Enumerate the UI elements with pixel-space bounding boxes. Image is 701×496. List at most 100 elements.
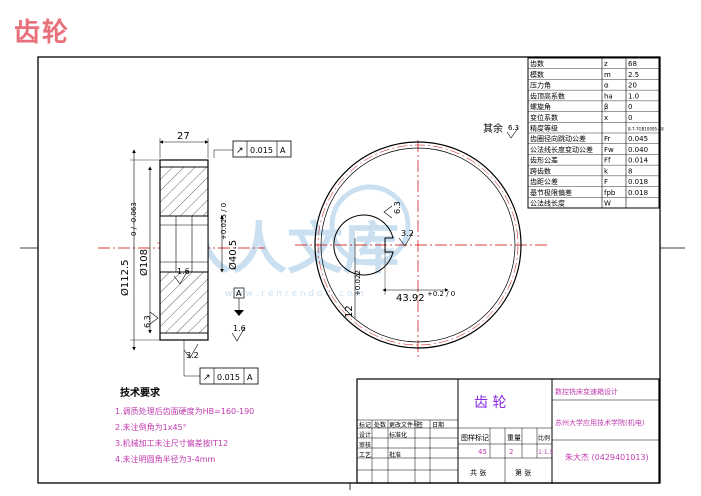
param-sym-4: β (604, 103, 608, 111)
param-sym-11: F (604, 178, 608, 186)
watermark-text: 人人文库 (175, 217, 399, 282)
tolerance-frame-1: ↗ 0.015 A (213, 140, 292, 158)
param-sym-8: Fw (604, 146, 614, 154)
roughness-5: 3.2 (401, 229, 414, 238)
param-name-4: 螺旋角 (530, 102, 551, 111)
param-name-2: 压力角 (530, 81, 551, 90)
param-val-8: 0.040 (628, 146, 648, 154)
roughness-2: 6.3 (143, 315, 152, 328)
param-sym-5: x (604, 114, 608, 122)
title-block: 齿 轮 数控铣床变速箱设计 苏州大学应用技术学院(机电) 朱大杰 (042940… (356, 378, 660, 484)
watermark: 人人文库 w w w . r e n r e n d o c . c o m (175, 184, 411, 299)
tb-material: 45 (478, 448, 487, 456)
tb-h-date: 日期 (432, 421, 444, 429)
tb-h-count: 处数 (374, 421, 386, 429)
param-name-12: 基节极限偏差 (530, 188, 572, 197)
roughness-marks-section: 1.6 6.3 1.6 3.2 (143, 267, 246, 360)
param-sym-10: k (604, 167, 609, 175)
param-sym-12: fpb (604, 189, 616, 197)
dim-bore-tol: +0.025 / 0 (220, 203, 228, 240)
tech-title: 技术要求 (120, 386, 161, 399)
dim-keyway-depth: 43.92 (396, 293, 425, 304)
watermark-url: w w w . r e n r e n d o c . c o m (225, 289, 364, 299)
param-name-7: 齿圈径向跳动公差 (530, 134, 586, 143)
dim-root-text: Ø108 (138, 249, 150, 276)
tb-r-std: 标准化 (389, 431, 407, 439)
dim-od-text: Ø112.5 (119, 260, 131, 297)
other-surfaces-note: 其余 6.3 (483, 122, 519, 139)
drawing-frame (37, 56, 661, 484)
dim-keyway-width-tol: +0.022 (354, 270, 362, 296)
tech-note-1: 1.调质处理后齿面硬度为HB=160-190 (115, 406, 254, 416)
param-sym-9: Ff (604, 157, 611, 165)
tech-note-4: 4.未注明圆角半径为3-4mm (115, 454, 215, 464)
tol1-datum: A (280, 146, 286, 155)
param-sym-2: α (604, 82, 609, 90)
tol1-val: 0.015 (250, 146, 273, 155)
tb-designer: 朱大杰 (0429401013) (565, 452, 649, 462)
tech-note-3: 3.机械加工未注尺寸偏差按IT12 (115, 438, 228, 448)
param-sym-7: Fr (604, 135, 611, 143)
tol2-val: 0.015 (217, 373, 240, 382)
front-view-dims: 43.92 +0.2 / 0 12 +0.022 6.3 3.2 (344, 201, 455, 318)
datum-a: A (233, 287, 245, 316)
param-val-6: 8-7-7GB10095-88 (628, 127, 664, 132)
tb-r-design: 设计 (359, 431, 371, 439)
dim-od: Ø112.5 0 / -0.063 (119, 149, 160, 351)
tb-r-craft: 工艺 (359, 451, 371, 459)
tech-requirements: 技术要求 1.调质处理后齿面硬度为HB=160-190 2.未注倒角为1x45°… (115, 386, 254, 464)
tb-sheet2: 第 张 (515, 468, 531, 477)
param-val-4: 0 (628, 103, 632, 111)
tb-scale: 1:1.5 (538, 449, 554, 456)
param-val-2: 20 (628, 82, 637, 90)
param-name-3: 齿顶高系数 (530, 91, 565, 100)
param-sym-0: z (604, 60, 608, 68)
param-name-10: 跨齿数 (530, 166, 551, 175)
dim-width-text: 27 (177, 131, 190, 142)
tb-c-ratio: 比例 (538, 434, 550, 442)
param-val-0: 68 (628, 60, 637, 68)
param-name-13: 公法线长度 (530, 199, 565, 208)
param-val-12: 0.018 (628, 189, 648, 197)
tb-c-stage: 图样标记 (461, 433, 489, 442)
dim-width: 27 (159, 131, 209, 158)
dim-bore: Ø40.5 +0.025 / 0 (220, 203, 239, 273)
dim-keyway-width: 12 (344, 305, 355, 318)
param-val-7: 0.045 (628, 135, 648, 143)
tol1-sym: ↗ (236, 146, 244, 156)
dim-keyway-tol: +0.2 / 0 (427, 290, 455, 298)
param-val-9: 0.014 (628, 157, 649, 165)
param-name-8: 公法线长度变动公差 (530, 145, 593, 154)
tb-h-mark: 标记 (359, 421, 371, 429)
tb-school: 苏州大学应用技术学院(机电) (555, 418, 645, 427)
param-name-1: 模数 (530, 70, 544, 79)
dim-od-tol: 0 / -0.063 (130, 202, 138, 236)
tb-h-sign: 签 (417, 421, 423, 429)
param-name-5: 变位系数 (530, 113, 558, 122)
page-title: 齿轮 (14, 18, 71, 48)
tol2-sym: ↗ (203, 373, 211, 383)
param-name-11: 齿距公差 (530, 177, 558, 186)
tb-sheet1: 共 张 (470, 468, 486, 477)
front-view (295, 140, 550, 360)
other-val: 6.3 (508, 124, 519, 132)
param-val-5: 0 (628, 114, 632, 122)
tech-note-2: 2.未注倒角为1x45° (115, 422, 187, 432)
roughness-3: 1.6 (233, 324, 246, 333)
param-val-10: 8 (628, 167, 632, 175)
tb-part-name: 齿 轮 (474, 395, 506, 411)
tb-quantity: 2 (509, 448, 513, 456)
tb-project: 数控铣床变速箱设计 (555, 387, 618, 396)
param-name-0: 齿数 (530, 59, 544, 68)
param-val-3: 1.0 (628, 92, 639, 100)
param-sym-13: W (604, 200, 611, 208)
tb-r-review: 审核 (359, 441, 371, 449)
tol2-datum: A (247, 373, 253, 382)
param-sym-3: ha (604, 92, 613, 100)
dim-keyway-side: 6.3 (393, 201, 402, 214)
param-val-11: 0.018 (628, 178, 648, 186)
param-sym-1: m (604, 71, 611, 79)
roughness-4: 3.2 (186, 351, 199, 360)
